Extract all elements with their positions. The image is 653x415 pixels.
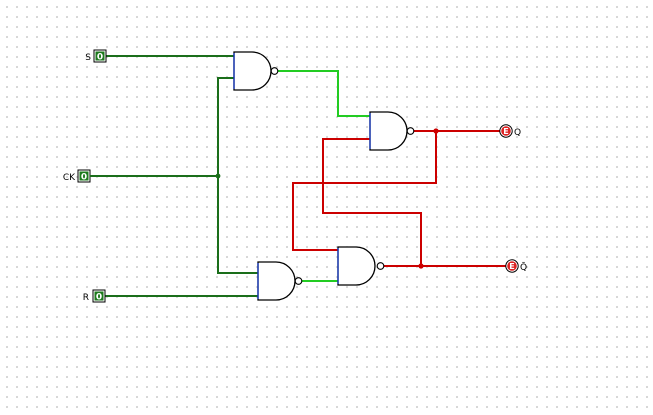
nand-gate-q[interactable] xyxy=(369,111,415,151)
junction-q xyxy=(433,128,439,134)
nand-gate-s[interactable] xyxy=(233,51,279,91)
output-pin-q-value: E xyxy=(503,127,508,136)
output-pin-qbar-label: Q̄ xyxy=(520,261,527,273)
inverter-bubble xyxy=(406,127,415,135)
input-pin-ck[interactable]: CK 0 xyxy=(63,169,91,183)
wire-qbar-feedback[interactable] xyxy=(322,138,422,267)
inverter-bubble xyxy=(294,277,303,285)
inverter-bubble xyxy=(270,67,279,75)
input-pin-ck-label: CK xyxy=(63,173,76,183)
wires xyxy=(105,55,507,297)
nand-gate-r[interactable] xyxy=(257,261,303,301)
output-pin-q[interactable]: E Q xyxy=(499,124,521,138)
input-pin-s-value: 0 xyxy=(97,53,103,63)
input-pin-r-label: R xyxy=(83,293,89,303)
input-pin-s-label: S xyxy=(85,53,91,63)
wire-q-feedback[interactable] xyxy=(292,130,437,251)
inverter-bubble xyxy=(376,262,385,270)
input-pin-r[interactable]: R 0 xyxy=(83,289,106,303)
wire-s-to-q[interactable] xyxy=(278,70,371,117)
output-pin-qbar[interactable]: E Q̄ xyxy=(505,259,527,273)
junction-qbar xyxy=(418,263,424,269)
nand-gate-qbar[interactable] xyxy=(337,246,385,286)
input-pin-ck-value: 0 xyxy=(81,173,87,183)
wire-ck-bus[interactable] xyxy=(217,77,259,274)
output-pin-qbar-value: E xyxy=(509,262,514,271)
junction-ck xyxy=(215,173,221,179)
junctions xyxy=(215,128,439,269)
input-pin-s[interactable]: S 0 xyxy=(85,49,107,63)
output-pin-q-label: Q xyxy=(514,128,521,138)
input-pin-r-value: 0 xyxy=(96,293,102,303)
